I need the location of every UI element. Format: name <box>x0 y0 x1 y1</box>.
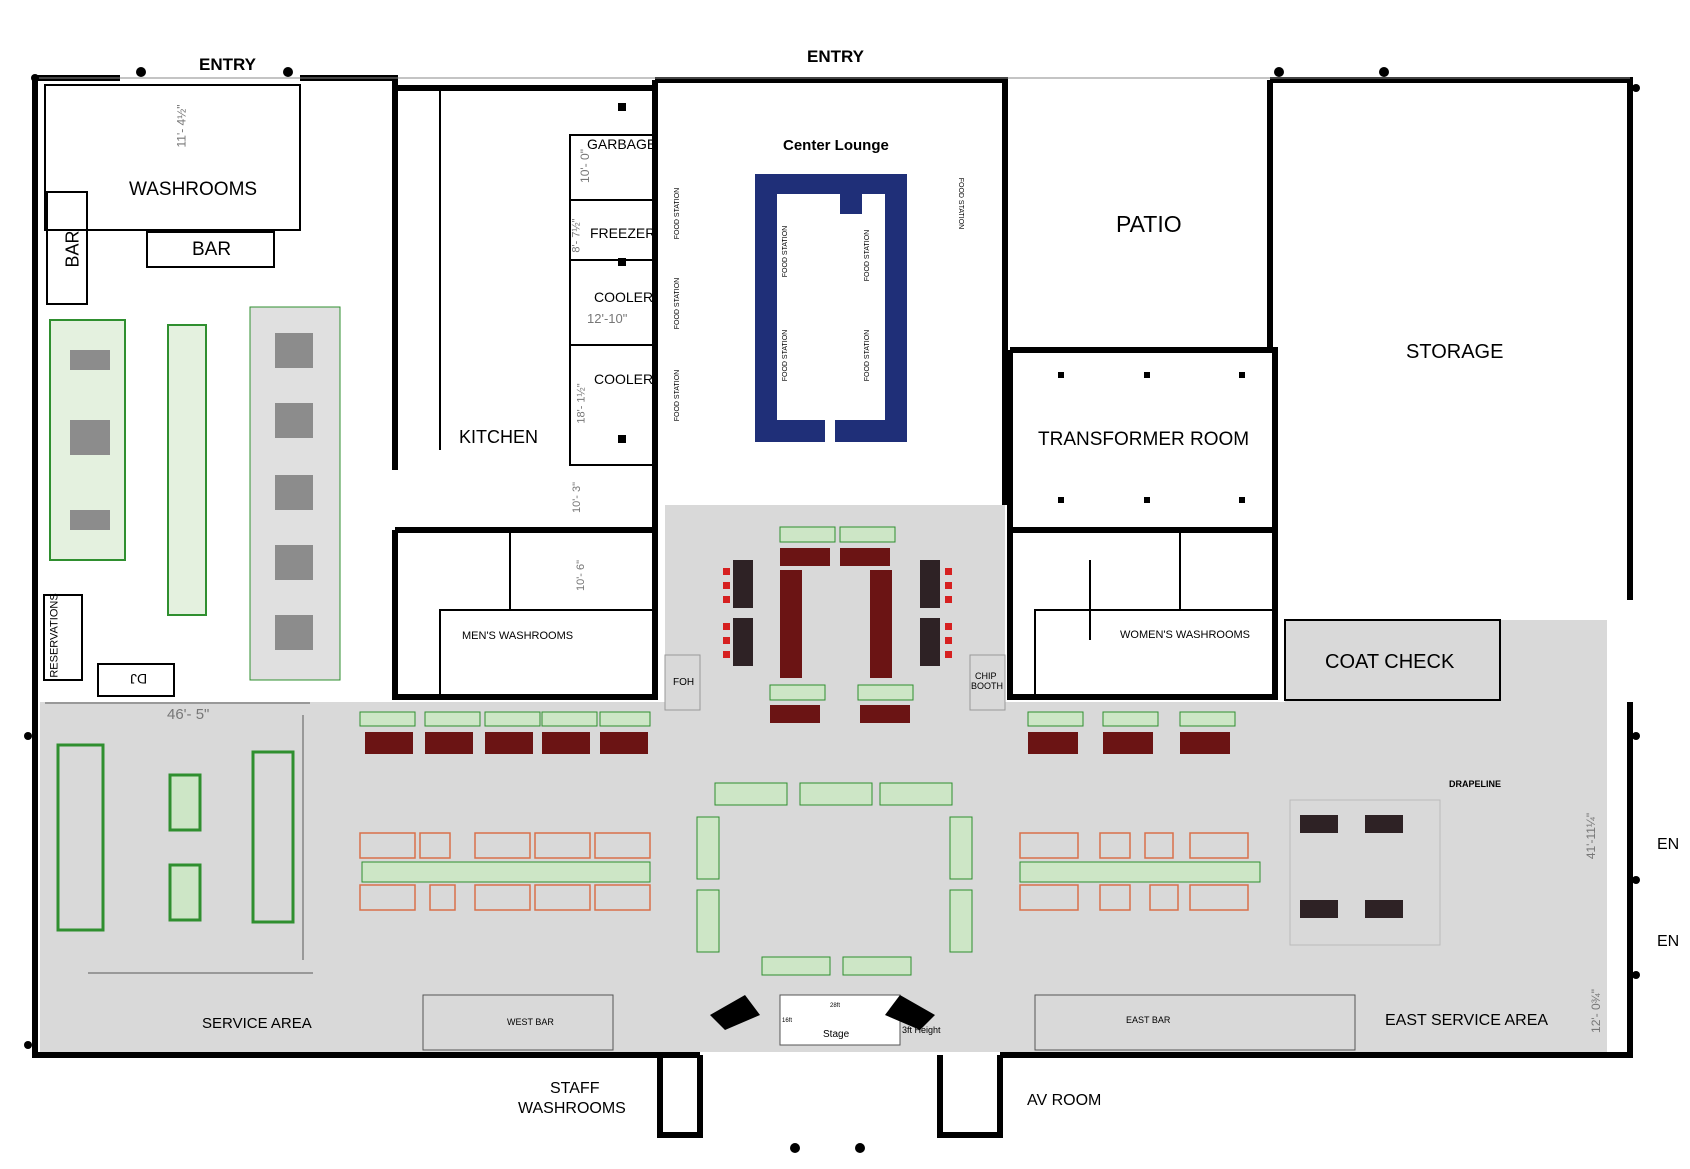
service-area-label: SERVICE AREA <box>202 1015 312 1032</box>
dim-11-label: 11'- 4½" <box>174 104 189 148</box>
dim-12b-label: 12'- 0¾" <box>1588 989 1603 1033</box>
dim-41-label: 41'-11¼" <box>1584 812 1599 860</box>
storage-label: STORAGE <box>1406 341 1504 363</box>
food-station-label-2: FOOD STATION <box>674 277 682 330</box>
transformer-room-label: TRANSFORMER ROOM <box>1038 429 1250 450</box>
staff-washrooms-label-2: WASHROOMS <box>518 1100 626 1117</box>
drapeline-label: DRAPELINE <box>1449 779 1502 789</box>
dim-12-label: 12'-10" <box>587 311 628 326</box>
coat-check-label: COAT CHECK <box>1325 651 1455 673</box>
stage-width-label: 16ft <box>782 1018 793 1024</box>
center-lounge-label: Center Lounge <box>783 137 889 154</box>
west-lounge-furniture <box>43 191 341 697</box>
entry-east-label-1: EN <box>1657 836 1680 853</box>
womens-washrooms-label: WOMEN'S WASHROOMS <box>1120 629 1251 641</box>
dim-18-label: 18'- 1½" <box>575 383 588 424</box>
vip-chairs <box>723 568 952 658</box>
vip-seating <box>365 548 1403 918</box>
chip-booth-label-1: CHIP <box>975 671 997 681</box>
food-station-label-7: FOOD STATION <box>864 329 872 382</box>
washrooms-label: WASHROOMS <box>129 179 258 200</box>
center-lounge-seating <box>755 174 907 442</box>
dim-10c-label: 10'- 6" <box>575 559 588 592</box>
dimension-lines <box>45 702 313 974</box>
foh-label: FOH <box>673 677 695 688</box>
entry-east-label-2: EN <box>1657 933 1680 950</box>
stage-height-label: 3ft Height <box>902 1025 941 1035</box>
east-service-area-label: EAST SERVICE AREA <box>1385 1012 1549 1029</box>
banquet-tables <box>359 832 1249 911</box>
reservations-label: RESERVATIONS <box>48 593 61 678</box>
patio-label: PATIO <box>1116 211 1182 237</box>
food-station-label-4: FOOD STATION <box>782 225 790 278</box>
kitchen-label: KITCHEN <box>459 427 539 447</box>
freezer-label: FREEZER <box>590 225 656 241</box>
food-station-label-1: FOOD STATION <box>674 187 682 240</box>
staff-washrooms-label-1: STAFF <box>550 1080 600 1097</box>
east-bar-label: EAST BAR <box>1126 1015 1171 1025</box>
columns <box>24 67 1640 1153</box>
food-station-label-6: FOOD STATION <box>782 329 790 382</box>
west-bar-label: WEST BAR <box>507 1017 554 1027</box>
dim-8-label: 8'- 7½" <box>570 218 583 253</box>
entry-left-label: ENTRY <box>199 55 256 74</box>
stage-depth-label: 28ft <box>830 1003 841 1009</box>
main-hall-lounge-furniture <box>56 743 295 932</box>
food-station-label-8: FOOD STATION <box>957 177 965 230</box>
dim-10a-label: 10'- 0" <box>577 149 592 183</box>
walls <box>32 75 1633 1138</box>
chip-booth-label-2: BOOTH <box>971 681 1004 691</box>
cooler-2-label: COOLER <box>594 371 654 387</box>
service-boxes <box>422 619 1501 1051</box>
bar-label: BAR <box>192 239 232 260</box>
mens-washrooms-label: MEN'S WASHROOMS <box>462 630 574 642</box>
dim-10b-label: 10'- 3" <box>571 481 584 514</box>
entry-center-label: ENTRY <box>807 47 864 66</box>
food-station-label-5: FOOD STATION <box>864 229 872 282</box>
green-benches <box>359 526 1261 976</box>
garbage-label: GARBAGE <box>587 136 657 152</box>
av-room-label: AV ROOM <box>1027 1092 1102 1109</box>
cooler-1-label: COOLER <box>594 289 654 305</box>
stage-label: Stage <box>823 1029 850 1040</box>
food-station-label-3: FOOD STATION <box>674 369 682 422</box>
dimension-46-label: 46'- 5" <box>167 706 210 723</box>
bar-vertical-label: BAR <box>62 230 83 268</box>
dj-label: DJ <box>130 671 148 687</box>
